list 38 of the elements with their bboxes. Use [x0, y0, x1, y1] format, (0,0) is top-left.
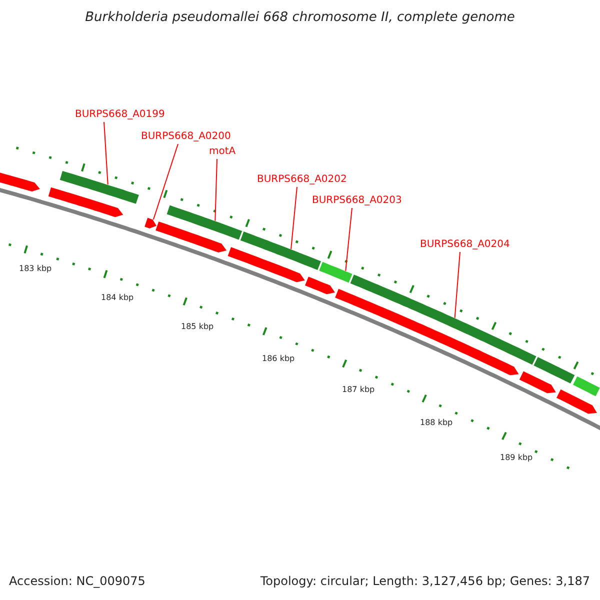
cds-segment: [556, 388, 598, 414]
gene-bar: [240, 230, 322, 271]
scale-label: 186 kbp: [262, 354, 295, 363]
scale-label: 183 kbp: [19, 264, 52, 273]
leader-line: [454, 252, 460, 318]
scale-label: 187 kbp: [342, 385, 375, 394]
leader-line: [345, 208, 352, 272]
cds-segment: [144, 217, 158, 230]
cds-segment: [304, 276, 336, 295]
gene-bar: [572, 376, 600, 397]
scale-label: 185 kbp: [181, 322, 214, 331]
gene-label: BURPS668_A0199: [75, 109, 165, 121]
leader-line: [214, 158, 218, 222]
gene-label: BURPS668_A0200: [141, 131, 231, 143]
gene-label: BURPS668_A0202: [257, 174, 347, 186]
scale-label: 188 kbp: [420, 418, 453, 427]
gene-label: BURPS668_A0203: [312, 195, 402, 207]
cds-segment: [154, 220, 228, 254]
scale-label: 184 kbp: [101, 293, 134, 302]
gene-bar: [318, 261, 354, 284]
leader-line: [290, 186, 298, 250]
accession-text: Accession: NC_009075: [9, 574, 146, 588]
leader-line: [104, 122, 108, 186]
genome-info-text: Topology: circular; Length: 3,127,456 bp; Genes: 3,187: [260, 574, 590, 588]
cds-segment: [518, 370, 557, 394]
gene-bar: [59, 170, 140, 204]
gene-bar: [532, 356, 576, 384]
cds-segment: [227, 246, 306, 283]
cds-segment: [334, 288, 520, 376]
gene-bar: [350, 274, 538, 366]
cds-segment: [0, 170, 41, 192]
gene-label: motA: [209, 146, 236, 158]
gene-bar: [166, 204, 243, 240]
cds-segment: [48, 186, 124, 218]
title: Burkholderia pseudomallei 668 chromosome II, complete genome: [84, 10, 516, 25]
scale-label: 189 kbp: [500, 453, 533, 462]
gene-label: BURPS668_A0204: [420, 239, 510, 251]
leader-line: [152, 144, 178, 220]
